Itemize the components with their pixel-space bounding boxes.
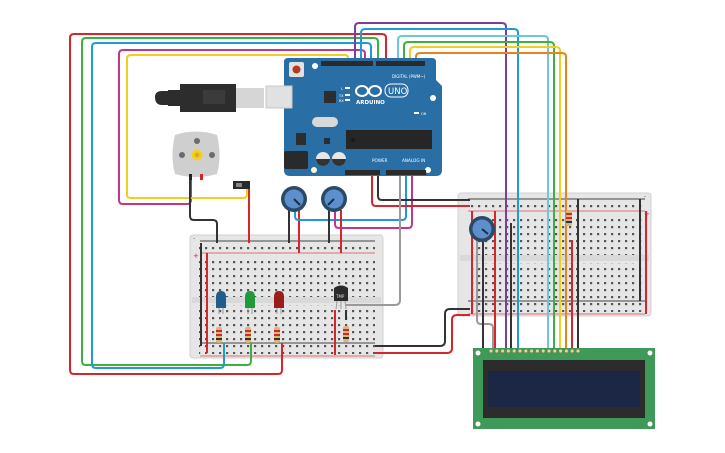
lcd-pin[interactable] [506,348,511,354]
lcd-pin[interactable] [535,348,540,354]
potentiometer-2[interactable] [321,186,347,212]
wire-yellow-switch[interactable] [126,54,349,199]
resistor[interactable] [274,327,280,343]
lcd-pin-header[interactable] [488,348,581,354]
wire-pot3-a[interactable] [476,240,494,350]
led-green[interactable] [245,291,255,314]
usb-logo-icon [203,90,225,104]
mount-hole [430,95,436,101]
usb-chip [324,91,336,103]
lcd-pin[interactable] [558,348,563,354]
wire-rail-gnd-link[interactable] [375,308,470,347]
lcd-pin[interactable] [517,348,523,354]
rail-minus-label-right: - [644,193,646,200]
rail-plus-label: + [193,252,199,260]
potentiometer-1[interactable] [281,186,307,212]
lcd-16x2[interactable] [473,348,655,429]
wire-purple-lcd[interactable] [354,22,507,350]
usb-port[interactable] [265,85,293,109]
led-tx-label: TX [338,94,344,98]
tmp-label: TMP [335,294,345,299]
wire-rail-5v-link[interactable] [375,314,470,354]
regulator [296,133,306,145]
lcd-pin[interactable] [500,348,505,354]
digital-header-right[interactable] [376,61,425,66]
usb-cable[interactable] [155,84,264,112]
resistor[interactable] [343,326,349,342]
dc-jack[interactable] [284,151,308,169]
lcd-pin[interactable] [488,348,494,354]
led-l-label: L [341,87,343,91]
lcd-pin[interactable] [541,348,546,354]
analog-header[interactable] [386,170,426,175]
mount-hole [312,63,318,69]
analog-label: ANALOG IN [402,158,425,163]
on-led [414,112,419,114]
arduino-uno[interactable]: ARDUINO UNO DIGITAL (PWM~) POWER ANALOG … [265,58,442,176]
atmega-chip [346,130,432,149]
resistor[interactable] [216,327,222,343]
reset-button-cap[interactable] [292,65,301,74]
dc-motor[interactable] [172,131,220,181]
wire-gray-tmp[interactable] [346,172,401,306]
lcd-pin[interactable] [512,348,517,354]
wire-blue-lcd[interactable] [360,28,519,350]
lcd-pin[interactable] [523,348,528,354]
lcd-pin[interactable] [494,348,499,354]
wire-pot1-signal[interactable] [294,172,407,221]
wire-green-led[interactable] [81,37,379,366]
crystal [312,117,338,127]
resistor-lcd[interactable] [566,210,572,226]
wire-arduino-5v[interactable] [371,172,470,207]
slide-switch[interactable] [233,181,250,189]
lcd-pin[interactable] [552,348,557,354]
wire-arduino-gnd[interactable] [377,172,470,201]
lcd-screen [488,371,640,407]
wire-pot2-signal[interactable] [334,172,413,229]
wire-orange-lcd[interactable] [415,52,567,350]
breadboard-main[interactable]: - + [189,234,384,359]
lcd-pin[interactable] [564,348,569,354]
wire-yellow-lcd[interactable] [409,46,561,350]
mount-hole [311,167,317,173]
lcd-pin[interactable] [570,348,575,354]
led-rx-label: RX [339,99,344,103]
led-blue[interactable] [216,291,226,314]
wire-lightblue-lcd[interactable] [397,35,549,350]
lcd-pin[interactable] [529,348,534,354]
arduino-model-text: UNO [388,87,408,97]
digital-label: DIGITAL (PWM~) [392,74,426,79]
power-header[interactable] [345,170,380,175]
wires [69,22,647,375]
on-label: ON [421,112,427,116]
temperature-sensor[interactable]: TMP [334,285,348,310]
power-label: POWER [372,158,388,163]
wire-red-led[interactable] [69,33,387,375]
wire-blue-led[interactable] [91,42,372,369]
potentiometer-3[interactable] [469,216,495,242]
rail-minus-label: - [193,235,195,242]
wire-green-lcd[interactable] [403,41,555,350]
resistor[interactable] [245,327,251,343]
arduino-logo: ARDUINO UNO [355,83,409,106]
lcd-pin[interactable] [575,348,581,354]
mount-hole [425,167,431,173]
led-red[interactable] [274,291,284,314]
arduino-brand-text: ARDUINO [356,100,385,106]
wire-black-motor[interactable] [189,178,218,243]
digital-header-left[interactable] [321,61,373,66]
lcd-pin[interactable] [546,348,552,354]
